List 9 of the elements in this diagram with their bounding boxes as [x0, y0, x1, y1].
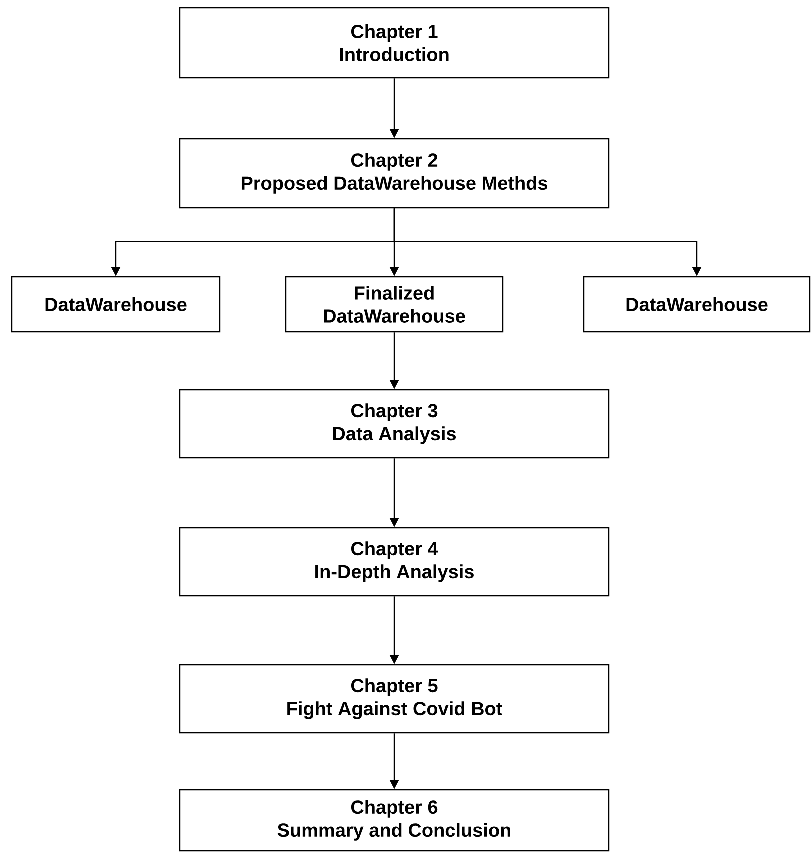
chapter-box: DataWarehouse	[11, 276, 221, 333]
chapter-box: DataWarehouse	[583, 276, 811, 333]
chapter-box: Finalized DataWarehouse	[285, 276, 504, 333]
chapter-box: Chapter 2 Proposed DataWarehouse Methds	[179, 138, 610, 209]
chapter-box: Chapter 5 Fight Against Covid Bot	[179, 664, 610, 734]
chapter-box: Chapter 3 Data Analysis	[179, 389, 610, 459]
chapter-box: Chapter 6 Summary and Conclusion	[179, 789, 610, 852]
chapter-box: Chapter 1 Introduction	[179, 7, 610, 79]
chapter-box: Chapter 4 In-Depth Analysis	[179, 527, 610, 597]
